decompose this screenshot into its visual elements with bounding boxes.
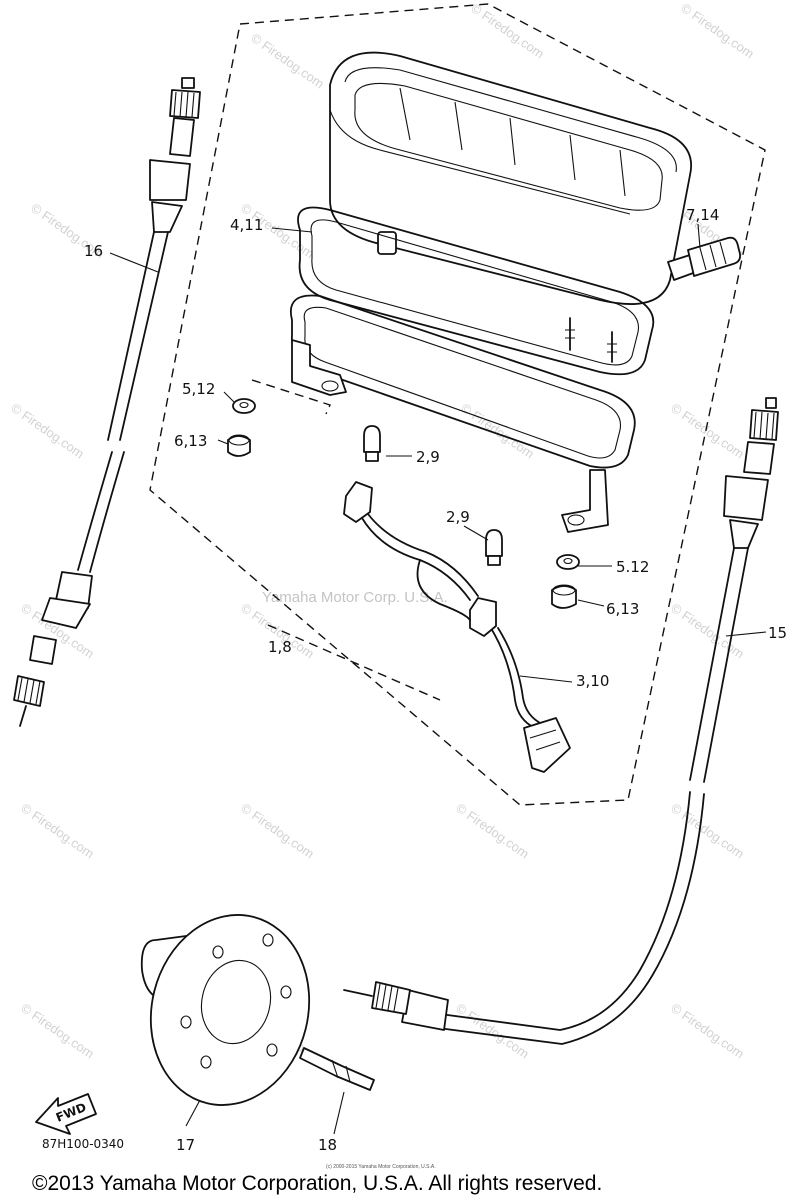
- trip-knob: [667, 236, 742, 281]
- fine-print: (c) 2000-2015 Yamaha Motor Corporation, …: [326, 1164, 436, 1170]
- leader-dashed: [251, 379, 331, 415]
- label-part-17: 17: [176, 1136, 195, 1154]
- meter-gasket: [297, 206, 655, 376]
- watermark: © Firedog.com: [248, 30, 327, 91]
- wire-harness: [343, 481, 571, 773]
- washer-left: [232, 398, 256, 414]
- assembly-boundary: [149, 3, 766, 806]
- bulb-bottom: [485, 529, 503, 566]
- label-part-1-8: 1,8: [268, 638, 292, 656]
- label-part-7-14: 7,14: [686, 206, 719, 224]
- watermark: © Firedog.com: [668, 800, 747, 861]
- nut-right: [551, 584, 577, 609]
- watermark: © Firedog.com: [668, 1000, 747, 1061]
- watermark: © Firedog.com: [678, 0, 757, 61]
- copyright-notice: ©2013 Yamaha Motor Corporation, U.S.A. A…: [32, 1172, 602, 1195]
- pin: [299, 1047, 375, 1091]
- label-part-15: 15: [768, 624, 787, 642]
- speedometer-cable-right: [343, 397, 779, 1045]
- watermark: © Firedog.com: [238, 800, 317, 861]
- bulb-top: [363, 425, 381, 462]
- label-part-4-11: 4,11: [230, 216, 263, 234]
- leader-dashed: [267, 624, 441, 701]
- diagram-code: 87H100-0340: [42, 1137, 124, 1151]
- watermark: © Firedog.com: [453, 800, 532, 861]
- label-part-5-12-left: 5,12: [182, 380, 215, 398]
- watermark: © Firedog.com: [668, 400, 747, 461]
- watermark: © Firedog.com: [18, 1000, 97, 1061]
- label-part-6-13-left: 6,13: [174, 432, 207, 450]
- washer-right: [556, 554, 580, 570]
- fwd-arrow-icon: FWD: [35, 1093, 97, 1135]
- meter-housing: [329, 51, 692, 363]
- watermark: © Firedog.com: [8, 400, 87, 461]
- label-part-2-9-top: 2,9: [416, 448, 440, 466]
- watermark: © Firedog.com: [458, 400, 537, 461]
- label-part-6-13-right: 6,13: [606, 600, 639, 618]
- watermark: © Firedog.com: [668, 600, 747, 661]
- watermark-center: Yamaha Motor Corp. U.S.A.: [262, 589, 448, 606]
- leader-lines: [109, 223, 767, 1135]
- speedometer-cable-left: [13, 77, 201, 727]
- label-part-18: 18: [318, 1136, 337, 1154]
- label-part-3-10: 3,10: [576, 672, 609, 690]
- label-part-16: 16: [84, 242, 103, 260]
- watermark: © Firedog.com: [468, 0, 547, 61]
- watermark: © Firedog.com: [18, 800, 97, 861]
- meter-bracket: [290, 294, 636, 533]
- gear-unit: [140, 914, 311, 1106]
- label-part-5-12-right: 5.12: [616, 558, 649, 576]
- nut-left: [227, 434, 251, 457]
- label-part-2-9-bottom: 2,9: [446, 508, 470, 526]
